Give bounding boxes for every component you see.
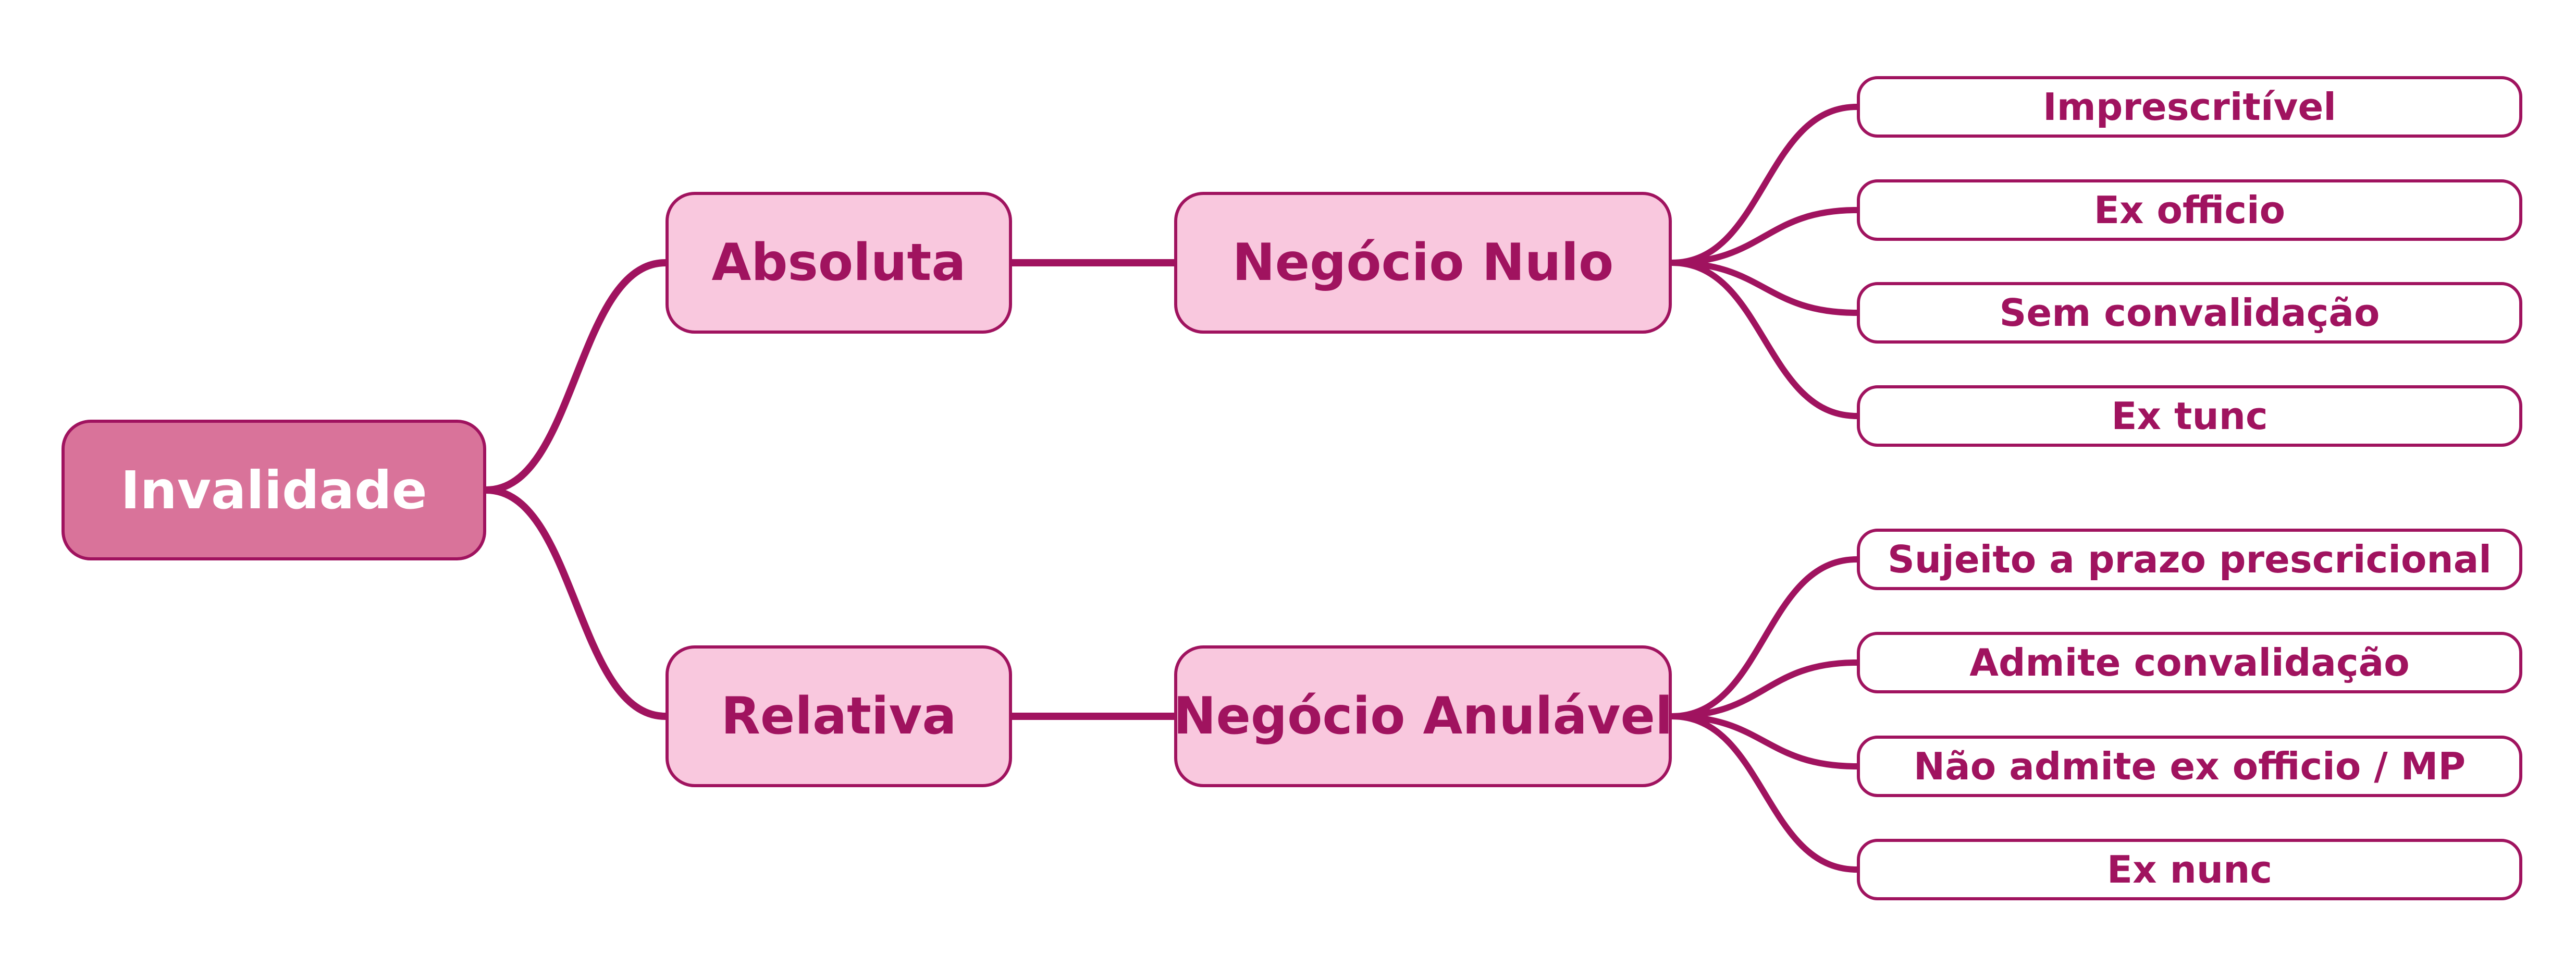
concept-label: Negócio Anulável	[1173, 687, 1673, 746]
leaf-connector	[1669, 260, 1860, 419]
type-node-absoluta: Absoluta	[665, 192, 1012, 334]
leaf-node: Ex nunc	[1857, 839, 2522, 900]
leaf-label: Admite convalidação	[1969, 641, 2410, 684]
concept-label: Negócio Nulo	[1232, 233, 1614, 292]
leaf-node: Ex officio	[1857, 179, 2522, 241]
leaf-node: Admite convalidação	[1857, 632, 2522, 693]
leaf-connector	[1669, 207, 1860, 266]
leaf-connector	[1669, 104, 1860, 266]
leaf-connector	[1669, 659, 1860, 719]
root-node-invalidade: Invalidade	[61, 420, 486, 560]
type-label: Relativa	[721, 687, 957, 746]
leaf-label: Não admite ex officio / MP	[1913, 744, 2466, 788]
leaf-connector	[1669, 713, 1860, 769]
root-branch-connector	[483, 259, 669, 494]
leaf-node: Não admite ex officio / MP	[1857, 736, 2522, 797]
leaf-label: Imprescritível	[2043, 85, 2336, 129]
root-label: Invalidade	[120, 459, 427, 521]
leaf-label: Sem convalidação	[1999, 291, 2380, 335]
leaf-label: Sujeito a prazo prescricional	[1888, 537, 2492, 581]
leaf-node: Sem convalidação	[1857, 282, 2522, 344]
leaf-node: Ex tunc	[1857, 385, 2522, 447]
leaf-connector	[1669, 260, 1860, 316]
type-node-relativa: Relativa	[665, 645, 1012, 787]
concept-node-negocio-nulo: Negócio Nulo	[1174, 192, 1672, 334]
type-label: Absoluta	[711, 233, 966, 292]
leaf-connector	[1669, 713, 1860, 873]
concept-node-negocio-anulavel: Negócio Anulável	[1173, 645, 1673, 787]
root-branch-connector	[483, 486, 669, 720]
leaf-label: Ex nunc	[2106, 848, 2273, 891]
leaf-label: Ex officio	[2093, 188, 2286, 232]
leaf-node: Imprescritível	[1857, 76, 2522, 138]
leaf-connector	[1669, 556, 1860, 719]
leaf-label: Ex tunc	[2111, 394, 2268, 438]
leaf-node: Sujeito a prazo prescricional	[1857, 529, 2522, 590]
